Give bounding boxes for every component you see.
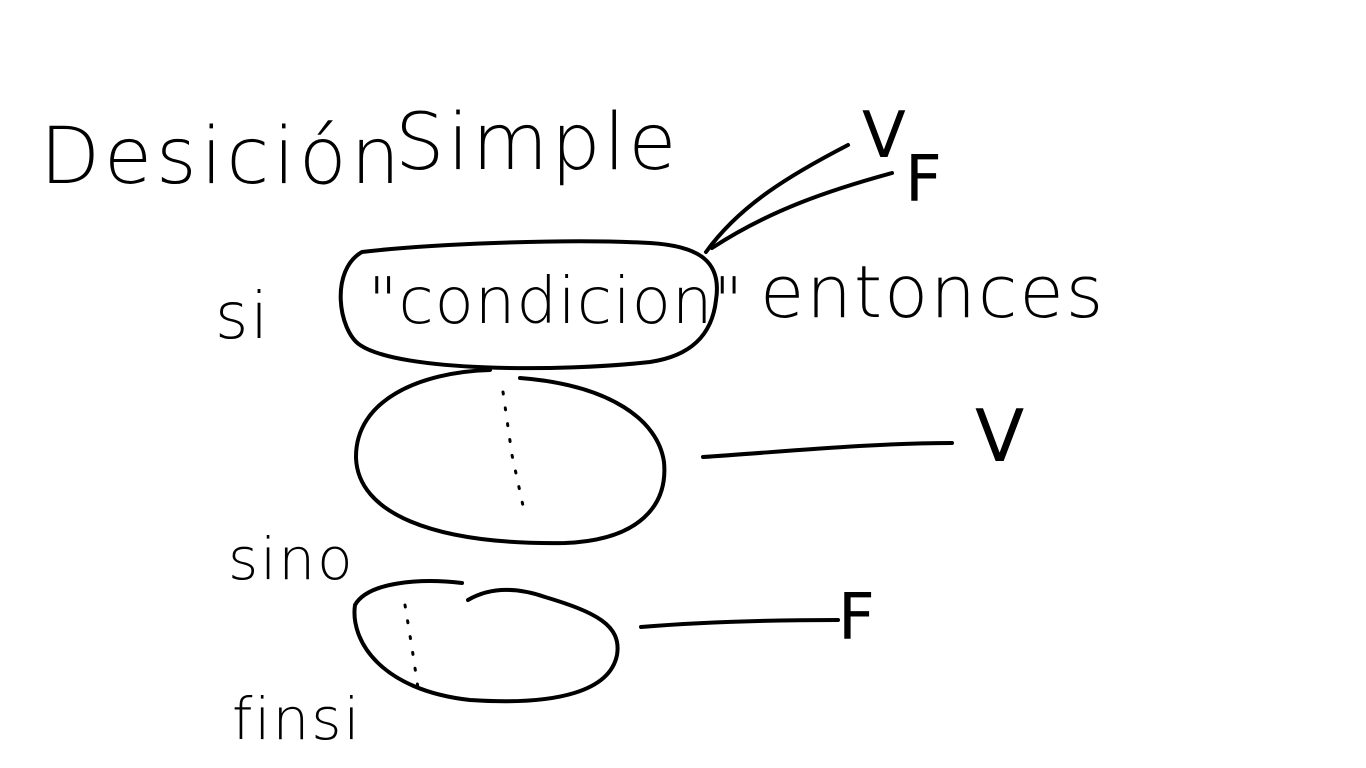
false-block-dots [403,603,420,690]
diagram-title-desicion: Desición [40,112,405,202]
true-block-oval [353,368,667,546]
false-block-oval [352,579,620,704]
true-connector-line [701,441,954,459]
false-connector-line [639,618,840,629]
condition-true-line [704,143,850,254]
true-label-top: V [862,99,908,173]
keyword-finsi: finsi [232,685,362,753]
condition-oval [338,239,719,371]
false-label-top: F [905,143,944,217]
keyword-entonces: entonces [760,250,1106,334]
condition-label: "condicion" [368,265,744,339]
condition-false-line [710,171,894,250]
false-branch-label: F [838,581,877,655]
keyword-si: si [215,280,271,354]
diagram-title-simple: Simple [395,98,680,188]
keyword-sino: sino [228,525,355,593]
true-branch-label: V [975,394,1027,478]
true-block-dots [501,390,527,517]
